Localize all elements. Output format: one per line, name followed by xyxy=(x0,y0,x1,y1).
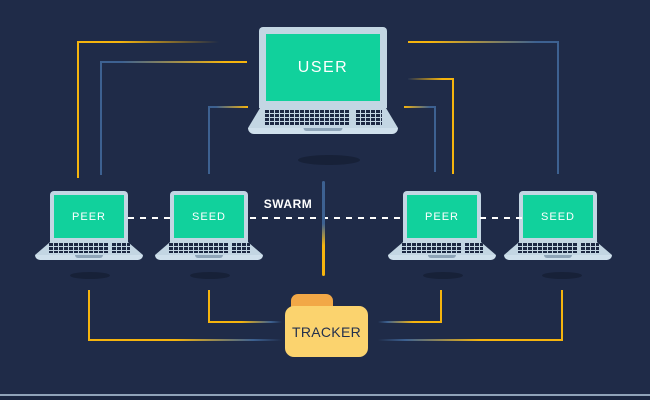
laptop-lid: PEER xyxy=(50,191,128,242)
connector-seed-left-tracker-horizontal xyxy=(208,321,282,323)
bottom-divider xyxy=(0,394,650,396)
connector-user-seed-left-horizontal xyxy=(208,106,248,108)
swarm-dashed-line-segment xyxy=(480,217,523,219)
trackpad-notch xyxy=(74,255,104,258)
connector-seed-right-tracker-vertical xyxy=(561,290,563,341)
connector-seed-right-tracker-horizontal xyxy=(378,339,563,341)
peer-right-node-laptop-icon: PEER xyxy=(388,191,496,260)
connector-user-peer-left-vertical xyxy=(77,41,79,178)
user-node-label: USER xyxy=(297,58,349,76)
keypad-icon xyxy=(231,243,251,253)
laptop-base xyxy=(504,242,612,255)
laptop-base xyxy=(388,242,496,255)
trackpad-notch xyxy=(194,255,224,258)
connector-peer-right-tracker-vertical xyxy=(440,290,442,323)
laptop-screen: SEED xyxy=(523,195,593,238)
laptop-base-edge xyxy=(35,255,143,260)
laptop-lid: USER xyxy=(259,27,387,108)
laptop-base-edge xyxy=(248,128,398,134)
keypad-icon xyxy=(356,110,382,125)
connector-user-seed-left-vertical xyxy=(208,106,210,174)
keypad-icon xyxy=(580,243,600,253)
laptop-lid: PEER xyxy=(403,191,481,242)
laptop-screen: USER xyxy=(266,34,380,101)
connector-user-peer-left-horizontal xyxy=(77,41,219,43)
seed-left-node-label: SEED xyxy=(192,210,226,223)
user-node-laptop-icon: USER xyxy=(248,27,398,134)
connector-user-peer-right-horizontal xyxy=(408,78,454,80)
connector-user-peer-right2-horizontal xyxy=(404,106,436,108)
seed-left-node-laptop-icon: SEED xyxy=(155,191,263,260)
laptop-shadow xyxy=(298,155,360,165)
swarm-label: SWARM xyxy=(263,197,313,211)
laptop-screen: SEED xyxy=(174,195,244,238)
tracker-folder-icon: TRACKER xyxy=(285,306,368,357)
connector-user-peer-right-vertical xyxy=(452,78,454,174)
trackpad-notch xyxy=(427,255,457,258)
connector-peer-left-tracker-vertical xyxy=(88,290,90,341)
laptop-base-edge xyxy=(504,255,612,260)
connector-peer-left-tracker-horizontal xyxy=(88,339,282,341)
keyboard-icon xyxy=(49,243,109,253)
trackpad-notch xyxy=(303,128,343,131)
laptop-base xyxy=(35,242,143,255)
peer-right-node-label: PEER xyxy=(425,210,459,223)
keyboard-icon xyxy=(264,110,350,125)
bottom-strip xyxy=(0,396,650,400)
connector-peer-right-tracker-horizontal xyxy=(378,321,442,323)
laptop-lid: SEED xyxy=(519,191,597,242)
trackpad-notch xyxy=(543,255,573,258)
laptop-base-edge xyxy=(388,255,496,260)
connector-user-peer-left2-vertical xyxy=(100,61,102,175)
laptop-base-edge xyxy=(155,255,263,260)
connector-user-seed-right-vertical xyxy=(557,41,559,174)
tracker-node-label: TRACKER xyxy=(292,323,361,340)
swarm-dashed-line-segment xyxy=(250,217,406,219)
connector-seed-left-tracker-vertical xyxy=(208,290,210,323)
laptop-base xyxy=(155,242,263,255)
peer-left-node-laptop-icon: PEER xyxy=(35,191,143,260)
connector-user-peer-left2-horizontal xyxy=(100,61,247,63)
peer-left-node-label: PEER xyxy=(72,210,106,223)
keypad-icon xyxy=(464,243,484,253)
laptop-base xyxy=(248,108,398,128)
laptop-screen: PEER xyxy=(54,195,124,238)
seed-right-node-laptop-icon: SEED xyxy=(504,191,612,260)
keypad-icon xyxy=(111,243,131,253)
laptop-lid: SEED xyxy=(170,191,248,242)
connector-user-seed-right-horizontal xyxy=(408,41,559,43)
user-swarm-tracker-line xyxy=(322,181,325,276)
laptop-shadow xyxy=(70,272,110,279)
laptop-screen: PEER xyxy=(407,195,477,238)
laptop-shadow xyxy=(190,272,230,279)
keyboard-icon xyxy=(518,243,578,253)
seed-right-node-label: SEED xyxy=(541,210,575,223)
swarm-dashed-line-segment xyxy=(128,217,172,219)
laptop-shadow xyxy=(542,272,582,279)
keyboard-icon xyxy=(169,243,229,253)
keyboard-icon xyxy=(402,243,462,253)
connector-user-peer-right2-vertical xyxy=(434,106,436,172)
laptop-shadow xyxy=(423,272,463,279)
